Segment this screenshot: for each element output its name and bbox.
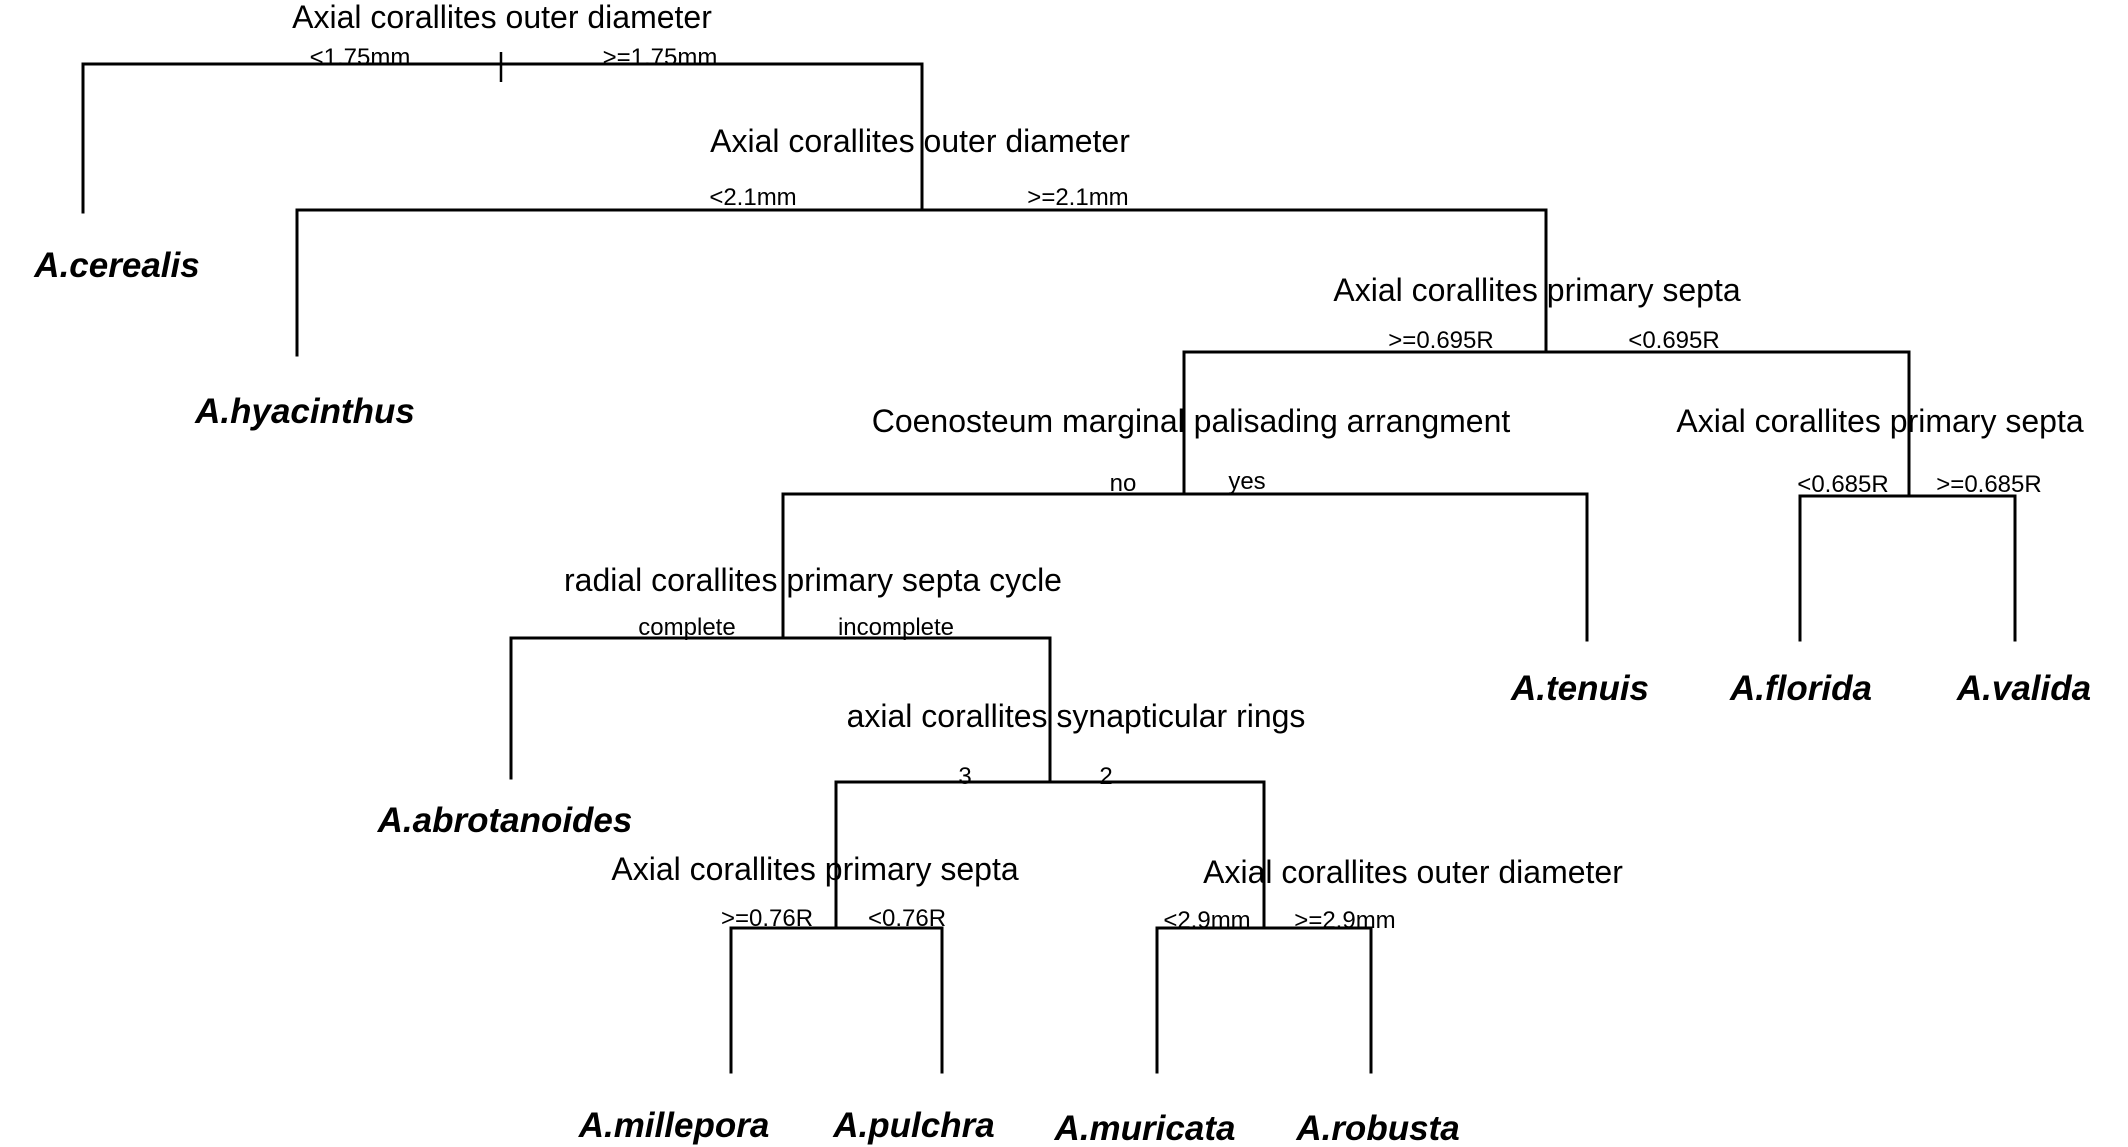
leaf-a-cerealis: A.cerealis: [33, 246, 199, 285]
split-node-palisading: Coenosteum marginal palisading arrangmen…: [781, 403, 1589, 642]
branch-label-left: complete: [638, 614, 735, 641]
branch-label-right: <0.76R: [868, 905, 946, 932]
branch-label-right: >=0.685R: [1936, 471, 2041, 498]
leaf-a-pulchra: A.pulchra: [832, 1106, 994, 1145]
branch-label-left: no: [1110, 470, 1137, 497]
split-node-outer-diameter-2-9: Axial corallites outer diameter <2.9mm >…: [1155, 854, 1623, 1074]
branch-label-right: yes: [1228, 468, 1265, 495]
leaf-labels: A.cerealis A.hyacinthus A.tenuis A.flori…: [33, 246, 2091, 1147]
branch-label-left: 3: [958, 763, 971, 790]
branch-label-left: <1.75mm: [310, 44, 411, 71]
tree-edge: [509, 636, 1052, 784]
split-node-primary-septa-0-76: Axial corallites primary septa >=0.76R <…: [611, 851, 1019, 1074]
branch-label-right: <0.695R: [1628, 327, 1719, 354]
tree-edge: [1798, 494, 2017, 642]
split-node-primary-septa-0-685: Axial corallites primary septa <0.685R >…: [1676, 403, 2084, 642]
split-node-outer-diameter-1-75: Axial corallites outer diameter <1.75mm …: [81, 0, 924, 214]
branch-label-left: >=0.695R: [1388, 327, 1493, 354]
branch-label-right: >=2.9mm: [1294, 907, 1395, 934]
tree-edge: [295, 208, 1548, 357]
leaf-a-hyacinthus: A.hyacinthus: [194, 392, 415, 431]
tree-edge: [81, 62, 924, 214]
split-label: axial corallites synapticular rings: [847, 698, 1306, 734]
split-label: Axial corallites outer diameter: [1203, 854, 1623, 890]
branch-label-left: <2.1mm: [709, 184, 796, 211]
branch-label-left: <0.685R: [1797, 471, 1888, 498]
leaf-a-millepora: A.millepora: [578, 1106, 770, 1145]
tree-edge: [1182, 350, 1911, 496]
split-node-primary-septa-0-695: Axial corallites primary septa >=0.695R …: [1182, 272, 1911, 496]
tree-edge: [834, 780, 1266, 928]
branch-label-right: incomplete: [838, 614, 954, 641]
tree-edge: [1155, 926, 1373, 1074]
split-label: Axial corallites outer diameter: [292, 0, 712, 35]
split-node-outer-diameter-2-1: Axial corallites outer diameter <2.1mm >…: [295, 123, 1548, 357]
leaf-a-muricata: A.muricata: [1054, 1109, 1236, 1147]
split-label: Axial corallites primary septa: [1333, 272, 1740, 308]
leaf-a-valida: A.valida: [1956, 669, 2091, 708]
split-label: radial corallites primary septa cycle: [564, 562, 1062, 598]
split-label: Axial corallites primary septa: [1676, 403, 2083, 439]
leaf-a-florida: A.florida: [1729, 669, 1872, 708]
leaf-a-robusta: A.robusta: [1295, 1109, 1459, 1147]
leaf-a-tenuis: A.tenuis: [1510, 669, 1649, 708]
leaf-a-abrotanoides: A.abrotanoides: [377, 801, 633, 840]
split-node-synapticular-rings: axial corallites synapticular rings 3 2: [834, 698, 1306, 928]
branch-label-right: >=1.75mm: [603, 44, 718, 71]
split-label: Axial corallites primary septa: [611, 851, 1018, 887]
tree-edge: [781, 492, 1589, 642]
tree-edge: [729, 926, 944, 1074]
branch-label-right: 2: [1099, 763, 1112, 790]
branch-label-right: >=2.1mm: [1027, 184, 1128, 211]
split-node-septa-cycle: radial corallites primary septa cycle co…: [509, 562, 1062, 784]
branch-label-left: >=0.76R: [721, 905, 813, 932]
split-label: Axial corallites outer diameter: [710, 123, 1130, 159]
split-label: Coenosteum marginal palisading arrangmen…: [872, 403, 1511, 439]
branch-label-left: <2.9mm: [1163, 907, 1250, 934]
